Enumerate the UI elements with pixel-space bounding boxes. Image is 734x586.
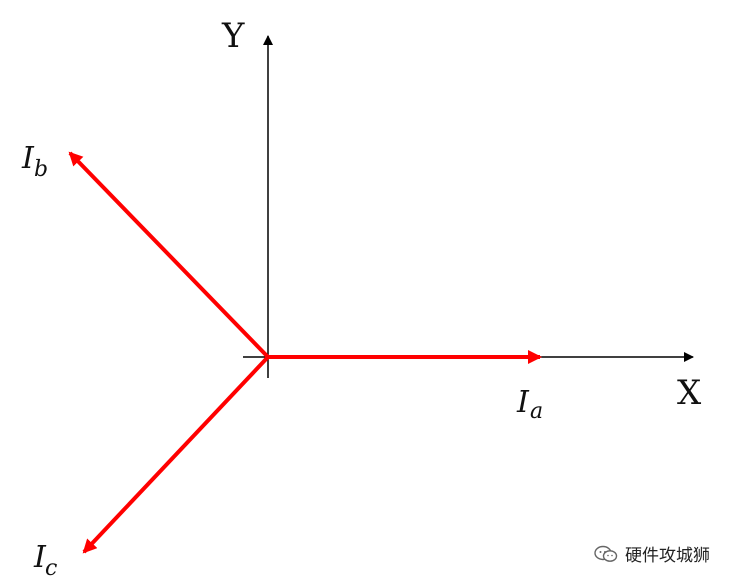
vector-ib-label: I b [21, 141, 48, 182]
vector-ib [68, 151, 270, 359]
x-axis-label: X [677, 373, 702, 413]
svg-text:I: I [516, 385, 530, 420]
vector-ia-label: I a [516, 385, 543, 424]
watermark-text: 硬件攻城狮 [625, 546, 710, 566]
y-axis-label: Y [221, 16, 245, 56]
svg-text:I: I [21, 141, 35, 176]
svg-text:I: I [33, 540, 47, 575]
vector-ic [82, 355, 270, 554]
svg-text:a: a [530, 399, 543, 424]
svg-text:c: c [45, 556, 57, 581]
vector-ic-label: I c [33, 540, 57, 581]
wechat-icon [594, 545, 618, 562]
svg-text:b: b [34, 157, 48, 182]
watermark: 硬件攻城狮 [593, 541, 710, 566]
